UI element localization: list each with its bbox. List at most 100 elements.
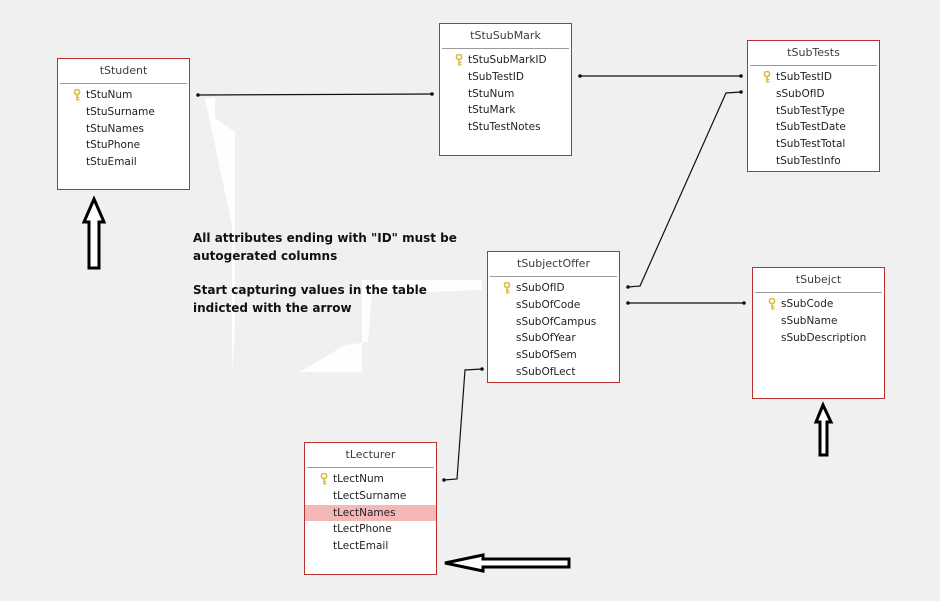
- link-endpoint: [480, 367, 484, 371]
- table-tSubTests[interactable]: tSubTests tSubTestID sSubOfID tSubTestTy…: [747, 40, 880, 172]
- field-label: sSubCode: [781, 298, 834, 310]
- table-tStudent[interactable]: tStudent tStuNum tStuSurname tStuNames t…: [57, 58, 190, 190]
- field-row-selected[interactable]: tLectNames: [305, 504, 436, 522]
- field-row[interactable]: tSubTestType: [748, 103, 879, 120]
- note-start-capturing: Start capturing values in the table indi…: [193, 281, 427, 317]
- link-endpoint: [739, 74, 743, 78]
- field-label: tLectNum: [333, 473, 384, 485]
- table-title: tLecturer: [307, 443, 434, 468]
- field-label: tStuNum: [468, 87, 515, 100]
- field-row[interactable]: tStuSurname: [58, 104, 189, 121]
- link-lecturer-subjectoffer: [443, 368, 483, 481]
- field-label: tStuEmail: [86, 156, 137, 169]
- field-row[interactable]: sSubOfCampus: [488, 314, 619, 331]
- up-arrow-icon: [813, 401, 834, 457]
- key-icon: [73, 88, 81, 101]
- field-label: tStuPhone: [86, 139, 141, 152]
- key-icon: [768, 297, 776, 310]
- table-title: tSubjectOffer: [490, 252, 617, 277]
- link-endpoint: [578, 74, 582, 78]
- white-erase-smudge: [205, 98, 482, 372]
- key-icon: [320, 472, 328, 485]
- link-endpoint: [430, 92, 434, 96]
- field-row[interactable]: tSubTestTotal: [748, 136, 879, 153]
- link-endpoint: [442, 478, 446, 482]
- field-row[interactable]: tStuNames: [58, 121, 189, 138]
- field-label: tLectNames: [333, 506, 396, 519]
- key-icon: [763, 70, 771, 83]
- field-label: tSubTestType: [776, 104, 845, 117]
- link-endpoint: [626, 285, 630, 289]
- field-row[interactable]: sSubName: [753, 313, 884, 330]
- field-label: tLectPhone: [333, 523, 392, 536]
- field-row[interactable]: tStuEmail: [58, 154, 189, 171]
- field-row[interactable]: tStuMark: [440, 102, 571, 119]
- field-label: sSubOfSem: [516, 349, 577, 362]
- field-row[interactable]: tLectEmail: [305, 538, 436, 555]
- field-label: tSubTestTotal: [776, 138, 846, 151]
- field-row[interactable]: sSubOfID: [488, 280, 619, 297]
- field-row[interactable]: tSubTestID: [748, 69, 879, 86]
- field-label: tStuTestNotes: [468, 121, 541, 134]
- note-line: indicted with the arrow: [193, 301, 352, 315]
- field-row[interactable]: tSubTestDate: [748, 119, 879, 136]
- table-title: tSubTests: [750, 41, 877, 66]
- link-subtests-subjectoffer: [627, 91, 742, 288]
- field-row[interactable]: tLectSurname: [305, 488, 436, 505]
- field-label: sSubOfYear: [516, 332, 576, 345]
- field-label: sSubOfID: [516, 282, 565, 294]
- table-tSubejct[interactable]: tSubejct sSubCode sSubName sSubDescripti…: [752, 267, 885, 399]
- field-row[interactable]: tSubTestID: [440, 69, 571, 86]
- field-row[interactable]: sSubDescription: [753, 330, 884, 347]
- field-label: tLectEmail: [333, 540, 389, 553]
- field-row[interactable]: tLectNum: [305, 471, 436, 488]
- field-row[interactable]: tStuNum: [440, 86, 571, 103]
- note-line: autogerated columns: [193, 249, 338, 263]
- field-label: tSubTestDate: [776, 121, 846, 134]
- field-row[interactable]: tLectPhone: [305, 521, 436, 538]
- table-title: tStudent: [60, 59, 187, 84]
- field-row[interactable]: sSubOfYear: [488, 330, 619, 347]
- field-row[interactable]: tStuTestNotes: [440, 119, 571, 136]
- field-label: tStuNames: [86, 122, 145, 135]
- field-row[interactable]: sSubOfSem: [488, 347, 619, 364]
- link-student-stusubmark: [197, 93, 433, 96]
- field-label: tStuNum: [86, 89, 133, 101]
- key-icon: [455, 53, 463, 66]
- table-tLecturer[interactable]: tLecturer tLectNum tLectSurname tLectNam…: [304, 442, 437, 575]
- field-row[interactable]: tStuSubMarkID: [440, 52, 571, 69]
- field-row[interactable]: sSubOfLect: [488, 364, 619, 381]
- note-line: All attributes ending with "ID" must be: [193, 231, 457, 245]
- field-label: tStuSurname: [86, 105, 155, 118]
- field-label: sSubOfCode: [516, 298, 581, 311]
- field-label: sSubDescription: [781, 331, 867, 344]
- table-title: tSubejct: [755, 268, 882, 293]
- field-label: tSubTestID: [776, 71, 832, 83]
- field-label: sSubName: [781, 314, 838, 327]
- field-label: tStuMark: [468, 104, 516, 117]
- link-endpoint: [626, 301, 630, 305]
- field-row[interactable]: sSubOfID: [748, 86, 879, 103]
- field-row[interactable]: sSubCode: [753, 296, 884, 313]
- note-line: Start capturing values in the table: [193, 283, 427, 297]
- left-arrow-icon: [444, 553, 571, 573]
- field-row[interactable]: tStuNum: [58, 87, 189, 104]
- field-row[interactable]: tSubTestInfo: [748, 153, 879, 170]
- table-title: tStuSubMark: [442, 24, 569, 49]
- table-tStuSubMark[interactable]: tStuSubMark tStuSubMarkID tSubTestID tSt…: [439, 23, 572, 156]
- field-label: sSubOfLect: [516, 365, 576, 378]
- field-label: tSubTestID: [468, 70, 524, 83]
- link-endpoint: [742, 301, 746, 305]
- field-label: sSubOfCampus: [516, 315, 597, 328]
- table-tSubjectOffer[interactable]: tSubjectOffer sSubOfID sSubOfCode sSubOf…: [487, 251, 620, 383]
- link-endpoint: [196, 93, 200, 97]
- field-label: sSubOfID: [776, 87, 825, 100]
- link-endpoint: [739, 90, 743, 94]
- field-label: tLectSurname: [333, 489, 407, 502]
- note-autogenerated: All attributes ending with "ID" must be …: [193, 229, 457, 265]
- up-arrow-icon: [81, 195, 107, 270]
- field-row[interactable]: tStuPhone: [58, 137, 189, 154]
- field-row[interactable]: sSubOfCode: [488, 297, 619, 314]
